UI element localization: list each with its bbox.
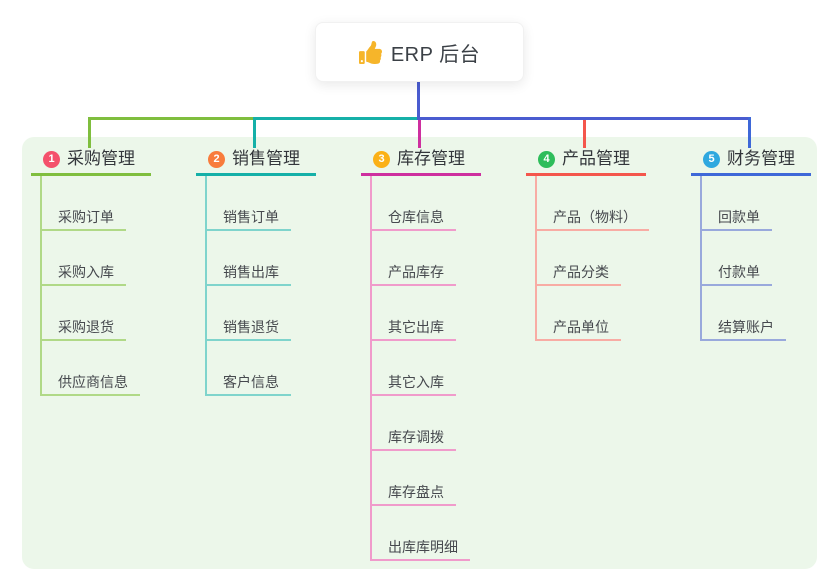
child-node[interactable]: 产品库存 — [370, 262, 456, 286]
root-node[interactable]: ERP 后台 — [315, 22, 524, 82]
branch-children-line — [40, 176, 42, 396]
child-node[interactable]: 回款单 — [700, 207, 772, 231]
branch-label: 库存管理 — [397, 149, 465, 168]
branch-number-badge: 5 — [703, 150, 720, 168]
branch-label: 采购管理 — [67, 149, 135, 168]
branch-header[interactable]: 1 采购管理 — [31, 146, 151, 176]
child-node[interactable]: 结算账户 — [700, 317, 786, 341]
branch-children-line — [370, 176, 372, 561]
branch-drop-1 — [88, 117, 91, 148]
child-node[interactable]: 仓库信息 — [370, 207, 456, 231]
branch-children-line — [700, 176, 702, 341]
root-label: ERP 后台 — [390, 43, 481, 66]
child-node[interactable]: 产品分类 — [535, 262, 621, 286]
branch-label: 财务管理 — [727, 149, 795, 168]
branch-rail-2 — [253, 117, 420, 120]
child-node[interactable]: 销售订单 — [205, 207, 291, 231]
branch-header[interactable]: 5 财务管理 — [691, 146, 811, 176]
child-node[interactable]: 产品（物料） — [535, 207, 649, 231]
branch-drop-5 — [748, 117, 751, 148]
child-node[interactable]: 供应商信息 — [40, 372, 140, 396]
child-node[interactable]: 库存调拨 — [370, 427, 456, 451]
branch-number-badge: 1 — [43, 150, 60, 168]
child-node[interactable]: 其它入库 — [370, 372, 456, 396]
child-node[interactable]: 采购入库 — [40, 262, 126, 286]
child-node[interactable]: 其它出库 — [370, 317, 456, 341]
child-node[interactable]: 库存盘点 — [370, 482, 456, 506]
branch-header[interactable]: 2 销售管理 — [196, 146, 316, 176]
branch-header[interactable]: 3 库存管理 — [361, 146, 481, 176]
child-node[interactable]: 销售退货 — [205, 317, 291, 341]
branch-drop-3 — [418, 120, 421, 148]
branch-children-line — [535, 176, 537, 341]
child-node[interactable]: 出库库明细 — [370, 537, 470, 561]
branch-label: 产品管理 — [562, 149, 630, 168]
branch-label: 销售管理 — [232, 149, 300, 168]
branch-number-badge: 2 — [208, 150, 225, 168]
branch-children-line — [205, 176, 207, 396]
branch-number-badge: 3 — [373, 150, 390, 168]
child-node[interactable]: 客户信息 — [205, 372, 291, 396]
branch-number-badge: 4 — [538, 150, 555, 168]
child-node[interactable]: 采购订单 — [40, 207, 126, 231]
child-node[interactable]: 采购退货 — [40, 317, 126, 341]
root-trunk-line — [417, 82, 420, 120]
branches-panel — [22, 137, 817, 569]
branch-header[interactable]: 4 产品管理 — [526, 146, 646, 176]
child-node[interactable]: 销售出库 — [205, 262, 291, 286]
child-node[interactable]: 产品单位 — [535, 317, 621, 341]
branch-drop-4 — [583, 120, 586, 148]
thumbs-up-icon — [358, 40, 382, 64]
branch-drop-2 — [253, 117, 256, 148]
child-node[interactable]: 付款单 — [700, 262, 772, 286]
branch-rail-5 — [417, 117, 751, 120]
